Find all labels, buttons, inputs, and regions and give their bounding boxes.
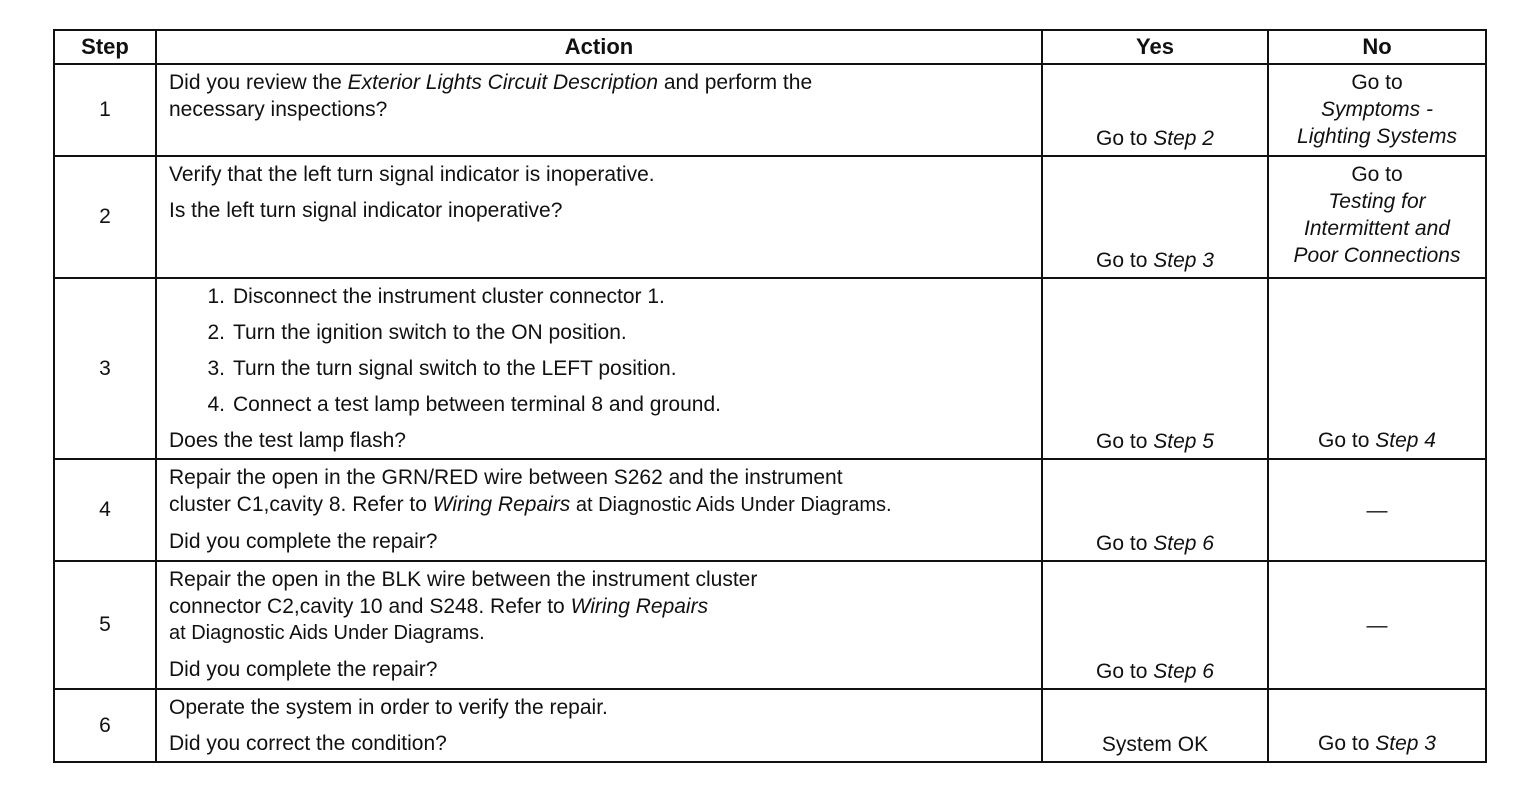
header-step: Step <box>53 29 157 65</box>
no-cell: Go to Step 4 <box>1267 277 1487 460</box>
step-number: 2 <box>53 155 157 279</box>
diagnostic-table: Step Action Yes No 1 Did you review the … <box>53 29 1487 763</box>
no-cell: Go to Testing for Intermittent and Poor … <box>1267 155 1487 279</box>
list-item: 1.Disconnect the instrument cluster conn… <box>207 285 665 308</box>
step-link[interactable]: Step 6 <box>1153 532 1214 555</box>
action-text: Repair the open in the BLK wire between … <box>169 568 758 591</box>
action-text: connector C2,cavity 10 and S248. Refer t… <box>169 595 709 618</box>
yes-cell: System OK <box>1041 688 1269 763</box>
action-text: cluster C1,cavity 8. Refer to Wiring Rep… <box>169 493 892 516</box>
step-number: 1 <box>53 63 157 157</box>
step-link[interactable]: Step 5 <box>1153 430 1214 453</box>
question-text: Does the test lamp flash? <box>169 429 406 452</box>
action-text: Verify that the left turn signal indicat… <box>169 163 655 186</box>
reference-link[interactable]: Symptoms - Lighting Systems <box>1297 98 1457 148</box>
reference-link[interactable]: Wiring Repairs <box>570 595 709 618</box>
no-cell: — <box>1267 560 1487 690</box>
action-cell: Operate the system in order to verify th… <box>155 688 1043 763</box>
step-link[interactable]: Step 3 <box>1153 249 1214 272</box>
yes-cell: Go to Step 6 <box>1041 560 1269 690</box>
question-text: Did you complete the repair? <box>169 658 438 681</box>
step-number: 6 <box>53 688 157 763</box>
table-row: 5 Repair the open in the BLK wire betwee… <box>53 560 1487 690</box>
action-text: Repair the open in the GRN/RED wire betw… <box>169 466 843 489</box>
no-cell: — <box>1267 458 1487 562</box>
table-row: 4 Repair the open in the GRN/RED wire be… <box>53 458 1487 562</box>
table-row: 3 1.Disconnect the instrument cluster co… <box>53 277 1487 460</box>
reference-link[interactable]: Exterior Lights Circuit Description <box>347 71 659 94</box>
yes-cell: Go to Step 2 <box>1041 63 1269 157</box>
yes-cell: Go to Step 6 <box>1041 458 1269 562</box>
action-text: necessary inspections? <box>169 98 388 121</box>
no-cell: Go to Step 3 <box>1267 688 1487 763</box>
step-number: 3 <box>53 277 157 460</box>
action-cell: 1.Disconnect the instrument cluster conn… <box>155 277 1043 460</box>
action-cell: Did you review the Exterior Lights Circu… <box>155 63 1043 157</box>
list-item: 3.Turn the turn signal switch to the LEF… <box>207 357 677 380</box>
substep-list: 1.Disconnect the instrument cluster conn… <box>169 283 1033 418</box>
action-cell: Repair the open in the GRN/RED wire betw… <box>155 458 1043 562</box>
action-cell: Repair the open in the BLK wire between … <box>155 560 1043 690</box>
table-row: 1 Did you review the Exterior Lights Cir… <box>53 63 1487 157</box>
step-number: 4 <box>53 458 157 562</box>
yes-cell: Go to Step 3 <box>1041 155 1269 279</box>
step-link[interactable]: Step 2 <box>1153 127 1214 150</box>
reference-link[interactable]: Wiring Repairs <box>432 493 571 516</box>
action-text: Operate the system in order to verify th… <box>169 696 608 719</box>
yes-cell: Go to Step 5 <box>1041 277 1269 460</box>
reference-link[interactable]: Testing for Intermittent and Poor Connec… <box>1293 190 1461 267</box>
step-link[interactable]: Step 3 <box>1375 732 1436 755</box>
question-text: Did you complete the repair? <box>169 530 438 553</box>
header-action: Action <box>155 29 1043 65</box>
header-yes: Yes <box>1041 29 1269 65</box>
question-text: Is the left turn signal indicator inoper… <box>169 199 563 222</box>
action-text: at Diagnostic Aids Under Diagrams. <box>169 622 485 644</box>
table-row: 6 Operate the system in order to verify … <box>53 688 1487 763</box>
list-item: 2.Turn the ignition switch to the ON pos… <box>207 321 627 344</box>
table-row: 2 Verify that the left turn signal indic… <box>53 155 1487 279</box>
step-number: 5 <box>53 560 157 690</box>
question-text: Did you correct the condition? <box>169 732 447 755</box>
action-cell: Verify that the left turn signal indicat… <box>155 155 1043 279</box>
step-link[interactable]: Step 6 <box>1153 660 1214 683</box>
header-no: No <box>1267 29 1487 65</box>
list-item: 4.Connect a test lamp between terminal 8… <box>207 393 721 416</box>
no-cell: Go to Symptoms - Lighting Systems <box>1267 63 1487 157</box>
step-link[interactable]: Step 4 <box>1375 429 1436 452</box>
header-row: Step Action Yes No <box>53 29 1487 65</box>
action-text: Did you review the Exterior Lights Circu… <box>169 71 813 94</box>
